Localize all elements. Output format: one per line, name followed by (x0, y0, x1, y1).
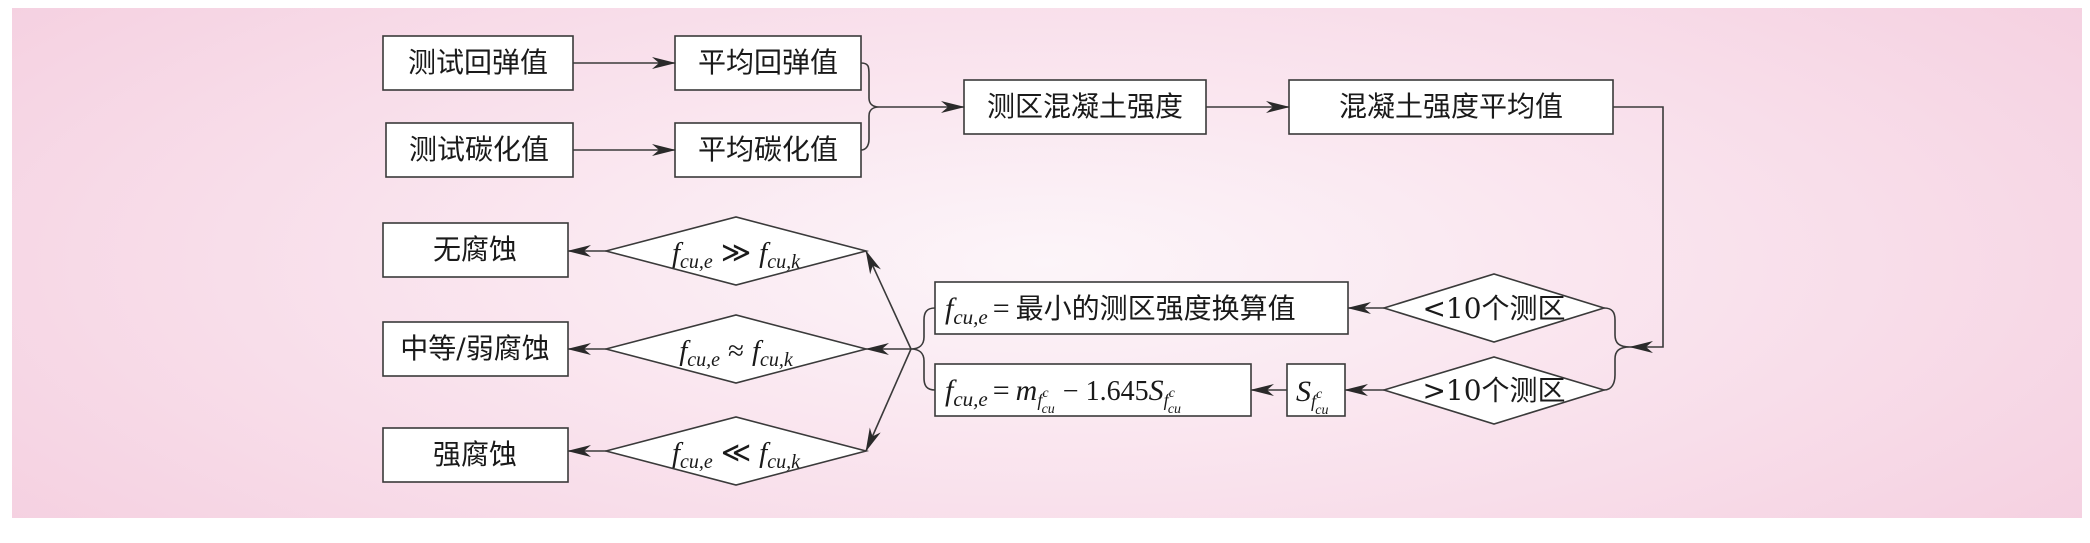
svg-text:测区混凝土强度: 测区混凝土强度 (987, 90, 1183, 123)
node-strong-corrosion: 强腐蚀 (382, 427, 569, 483)
node-test-carbonation: 测试碳化值 (385, 122, 574, 178)
svg-text:平均碳化值: 平均碳化值 (698, 133, 838, 166)
node-test-rebound: 测试回弹值 (382, 35, 574, 91)
svg-text:fcu,e=最小的测区强度换算值: fcu,e=最小的测区强度换算值 (945, 292, 1296, 329)
arrow-to-upper-diamond (865, 250, 912, 350)
decision-much-less: fcu,e≪fcu,k (602, 416, 870, 486)
node-no-corrosion: 无腐蚀 (382, 222, 569, 278)
svg-text:fcu,e≫fcu,k: fcu,e≫fcu,k (672, 237, 801, 273)
svg-text:强腐蚀: 强腐蚀 (433, 438, 517, 471)
node-min-value-formula: fcu,e=最小的测区强度换算值 (934, 281, 1349, 335)
node-medium-corrosion: 中等/弱腐蚀 (382, 321, 569, 377)
svg-text:平均回弹值: 平均回弹值 (698, 46, 838, 79)
decision-approx-equal: fcu,e≈fcu,k (602, 314, 870, 384)
node-avg-rebound: 平均回弹值 (674, 35, 862, 91)
svg-text:混凝土强度平均值: 混凝土强度平均值 (1339, 90, 1563, 123)
connector-avg-to-brace (1613, 106, 1664, 353)
brace-merge (860, 62, 880, 151)
decision-gt10-zones: >10个测区 (1381, 356, 1607, 425)
brace-results (910, 307, 936, 391)
node-avg-strength: 混凝土强度平均值 (1288, 79, 1614, 135)
node-zone-strength: 测区混凝土强度 (963, 79, 1207, 135)
svg-text:中等/弱腐蚀: 中等/弱腐蚀 (400, 332, 549, 365)
svg-text:无腐蚀: 无腐蚀 (433, 233, 517, 266)
svg-text:测试回弹值: 测试回弹值 (408, 46, 548, 79)
brace-zone-count (1603, 307, 1631, 391)
svg-text:<10个测区: <10个测区 (1422, 292, 1565, 325)
decision-lt10-zones: <10个测区 (1381, 273, 1607, 343)
svg-text:测试碳化值: 测试碳化值 (409, 133, 549, 166)
svg-text:>10个测区: >10个测区 (1422, 374, 1565, 407)
decision-much-greater: fcu,e≫fcu,k (602, 216, 870, 286)
arrow-to-lower-diamond (865, 348, 912, 452)
node-avg-carbonation: 平均碳化值 (674, 122, 862, 178)
